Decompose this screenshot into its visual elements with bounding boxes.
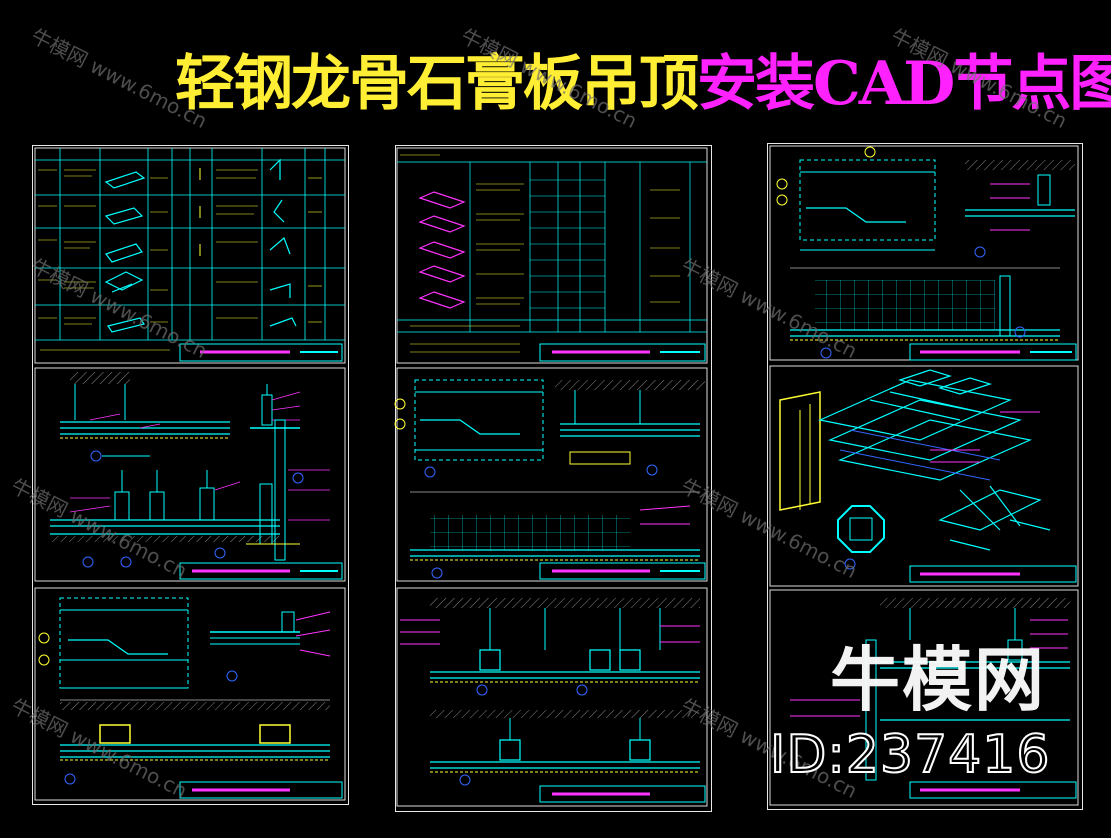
- drawing-title: 轻钢龙骨石膏板吊顶安装CAD节点图: [175, 42, 1111, 126]
- sheet-right-1-section-detail: [769, 145, 1079, 361]
- sheet-right-3-edge-detail: [769, 589, 1079, 806]
- sheet-left-3-plan-detail: [34, 587, 346, 801]
- column-frame-middle: [395, 145, 712, 812]
- title-part1: 轻钢龙骨石膏板吊顶: [175, 49, 699, 119]
- sheet-middle-1-profile-table: [396, 147, 708, 364]
- column-frame-left: [32, 145, 349, 805]
- sheet-right-2-isometric-grid: [769, 365, 1079, 587]
- sheet-left-2-section-detail: [34, 367, 346, 582]
- sheet-middle-3-suspension-detail: [396, 587, 708, 807]
- column-frame-right: [767, 143, 1083, 810]
- sheet-left-1-component-table: [34, 147, 346, 364]
- sheet-middle-2-section-detail: [394, 367, 708, 582]
- watermark-logo: 牛模网: [830, 639, 1046, 721]
- watermark-id: ID:237416: [769, 724, 1051, 786]
- title-part2: 安装CAD节点图: [697, 49, 1111, 119]
